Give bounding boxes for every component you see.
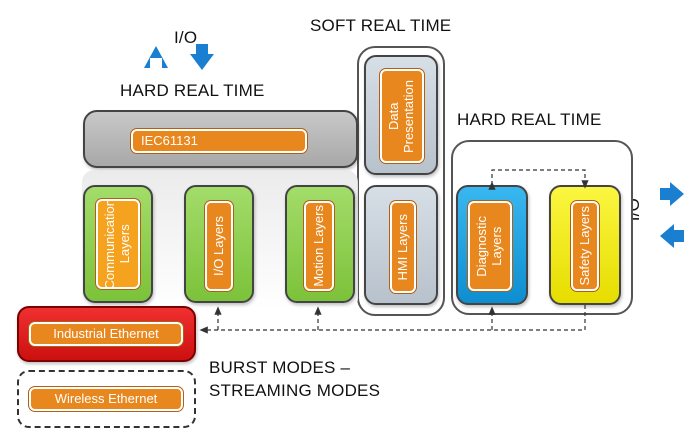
hmi-layers-label: HMI Layers [390,201,416,293]
industrial-ethernet-label: Industrial Ethernet [29,322,183,346]
industrial-ethernet-module: Industrial Ethernet [17,306,196,362]
down-arrow-icon [190,44,214,70]
io-layers-module: I/O Layers [184,185,254,303]
streaming-modes-label: STREAMING MODES [209,381,381,400]
hard-real-time-left-label: HARD REAL TIME [120,81,265,100]
right-arrow-icon [660,182,684,206]
data-presentation-module: Data Presentation [364,55,438,175]
safety-layers-module: Safety Layers [549,185,621,305]
hard-real-time-right-label: HARD REAL TIME [457,110,602,129]
motion-layers-label: Motion Layers [304,201,334,291]
data-presentation-label: Data Presentation [380,69,424,163]
burst-modes-label: BURST MODES – [209,358,351,377]
safety-to-ethernet-link [199,305,586,334]
up-arrow-icon [144,46,168,68]
communication-layers-label: Communication Layers [96,199,140,289]
iec61131-label: IEC61131 [131,129,307,153]
io-top-label: I/O [174,28,198,47]
hmi-layers-module: HMI Layers [364,185,438,305]
safety-layers-label: Safety Layers [571,201,599,291]
iec61131-module: IEC61131 [83,110,358,168]
communication-layers-module: Communication Layers [83,185,153,303]
diagnostic-safety-link [488,169,589,190]
motion-layers-module: Motion Layers [285,185,355,303]
soft-real-time-label: SOFT REAL TIME [310,16,452,35]
wireless-ethernet-module: Wireless Ethernet [17,370,196,428]
diagnostic-layers-label: Diagnostic Layers [468,201,512,291]
left-arrow-icon [660,224,684,248]
io-layers-label: I/O Layers [205,201,233,291]
wireless-ethernet-label: Wireless Ethernet [29,387,183,411]
diagnostic-layers-module: Diagnostic Layers [456,185,528,305]
